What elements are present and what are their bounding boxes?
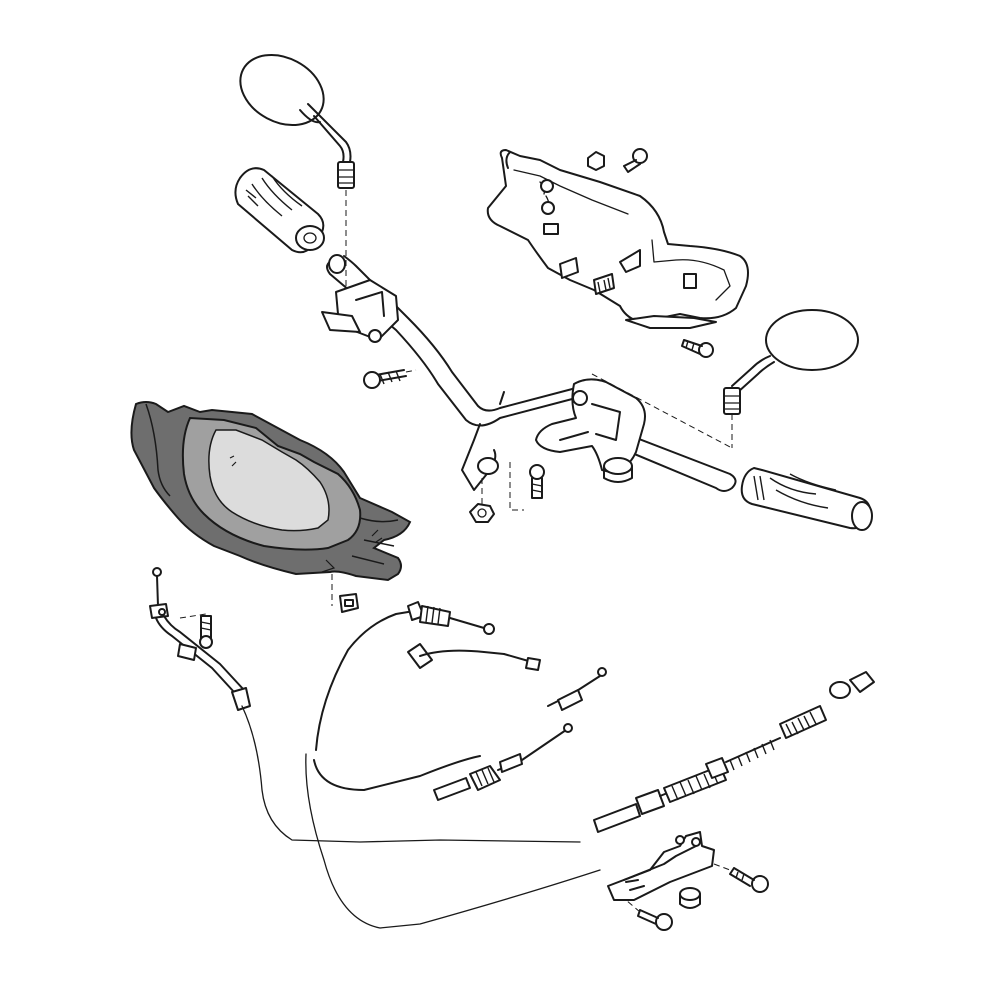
screw-cover-top-a bbox=[587, 151, 605, 171]
screw-cover-bottom bbox=[681, 339, 714, 358]
rear-view-mirror-left bbox=[239, 53, 355, 189]
throttle-grip-right bbox=[740, 467, 873, 531]
handlebar-grip-left bbox=[234, 167, 325, 254]
handlebar-front-cover bbox=[130, 401, 412, 582]
cover-clip bbox=[339, 593, 359, 613]
bracket-bushing bbox=[679, 887, 701, 909]
screw-left bbox=[363, 369, 407, 389]
rear-brake-cable bbox=[593, 671, 875, 833]
throttle-cable bbox=[149, 567, 581, 843]
handlebar bbox=[326, 254, 737, 492]
screw-cover-top-b bbox=[623, 148, 648, 173]
screw-center-bolt bbox=[529, 464, 545, 499]
cable-inner-upper bbox=[547, 667, 607, 711]
handlebar-rear-cover bbox=[486, 149, 749, 329]
front-brake-cable bbox=[305, 601, 601, 929]
screw-bracket-right bbox=[729, 867, 769, 893]
cable-bracket bbox=[607, 831, 715, 901]
rear-view-mirror-right bbox=[723, 309, 859, 415]
cable-inner-lower bbox=[433, 723, 573, 801]
brake-lever-right bbox=[535, 378, 646, 483]
screw-bracket-left bbox=[637, 909, 673, 931]
screw-center-nut bbox=[469, 503, 495, 523]
brake-lever-left bbox=[321, 279, 399, 343]
screw-throttle bbox=[199, 615, 213, 649]
